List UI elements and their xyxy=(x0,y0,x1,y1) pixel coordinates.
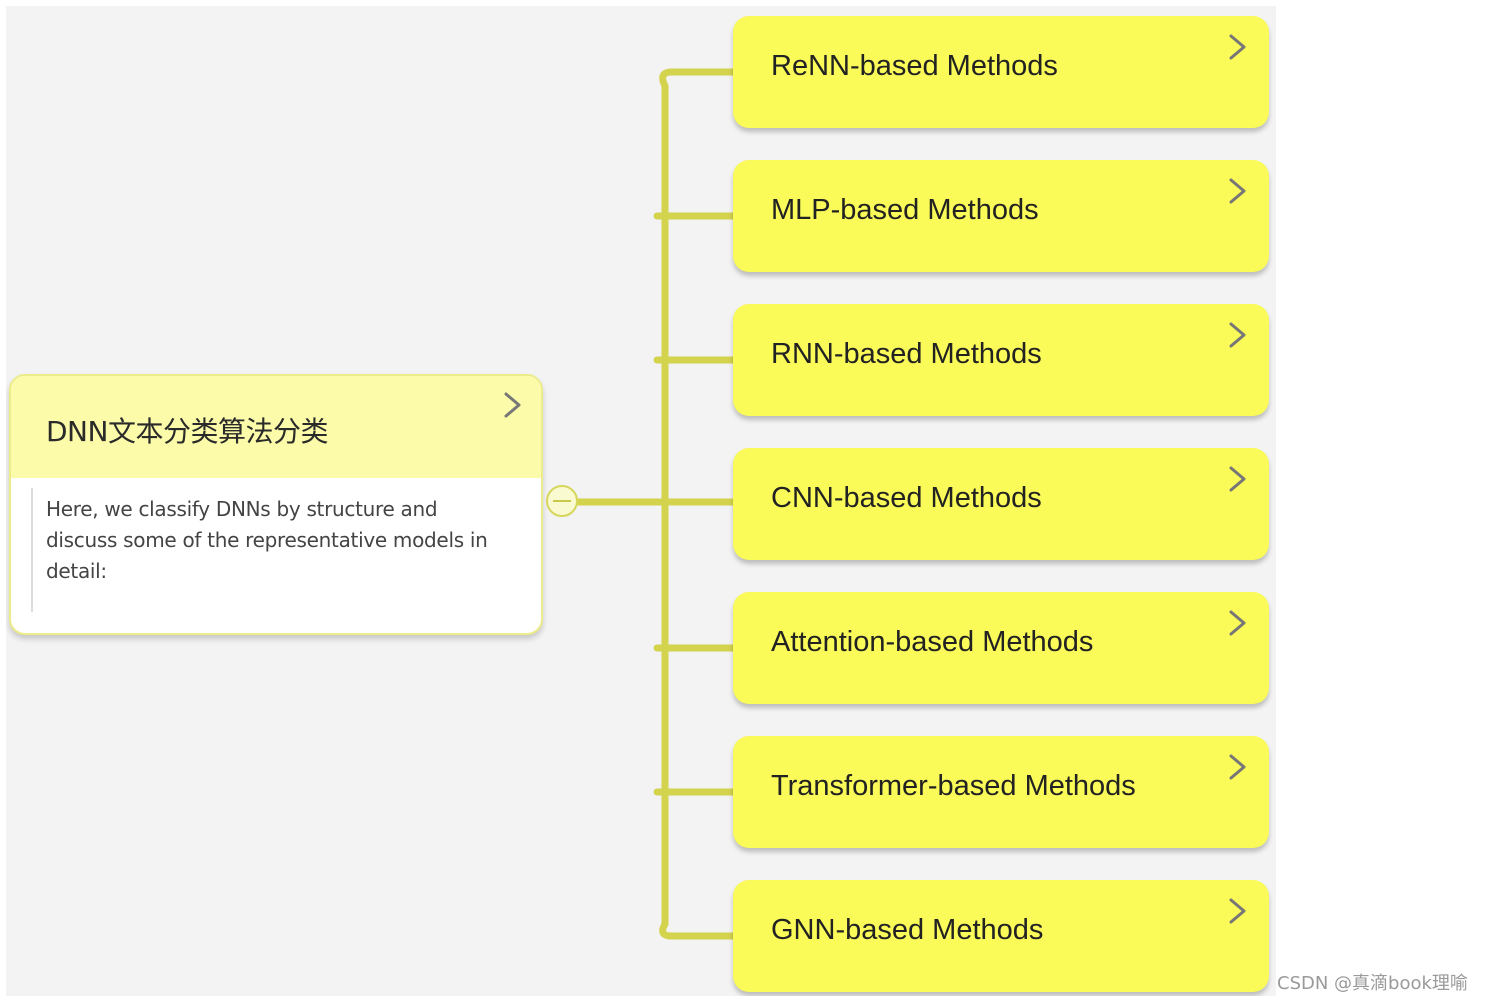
child-topic-mlp[interactable]: MLP-based Methods xyxy=(733,160,1269,272)
root-topic-node[interactable]: DNN文本分类算法分类 Here, we classify DNNs by st… xyxy=(9,374,543,635)
chevron-right-icon[interactable] xyxy=(1227,464,1249,494)
notes-divider xyxy=(31,488,33,612)
chevron-right-icon[interactable] xyxy=(502,390,524,420)
child-topic-gnn[interactable]: GNN-based Methods xyxy=(733,880,1269,992)
chevron-right-icon[interactable] xyxy=(1227,32,1249,62)
chevron-right-icon[interactable] xyxy=(1227,752,1249,782)
collapse-circle-icon[interactable] xyxy=(546,485,578,517)
child-topic-transformer[interactable]: Transformer-based Methods xyxy=(733,736,1269,848)
connector-lines xyxy=(574,68,737,940)
child-topic-label: Transformer-based Methods xyxy=(771,770,1136,802)
child-topic-label: Attention-based Methods xyxy=(771,626,1094,658)
child-topic-attention[interactable]: Attention-based Methods xyxy=(733,592,1269,704)
root-topic-notes: Here, we classify DNNs by structure and … xyxy=(11,478,541,633)
chevron-right-icon[interactable] xyxy=(1227,176,1249,206)
chevron-right-icon[interactable] xyxy=(1227,320,1249,350)
child-topic-label: RNN-based Methods xyxy=(771,338,1042,370)
root-topic-title: DNN文本分类算法分类 xyxy=(46,415,328,448)
child-topic-label: CNN-based Methods xyxy=(771,482,1042,514)
chevron-right-icon[interactable] xyxy=(1227,896,1249,926)
child-topic-cnn[interactable]: CNN-based Methods xyxy=(733,448,1269,560)
root-topic-header: DNN文本分类算法分类 xyxy=(11,376,541,478)
child-topic-label: MLP-based Methods xyxy=(771,194,1039,226)
root-topic-note-text: Here, we classify DNNs by structure and … xyxy=(46,497,488,583)
child-topic-rnn[interactable]: RNN-based Methods xyxy=(733,304,1269,416)
mind-map-canvas: DNN文本分类算法分类 Here, we classify DNNs by st… xyxy=(6,6,1276,996)
child-topic-label: ReNN-based Methods xyxy=(771,50,1058,82)
watermark-text: CSDN @真滴book理喻 xyxy=(1277,973,1468,994)
chevron-right-icon[interactable] xyxy=(1227,608,1249,638)
child-topic-renn[interactable]: ReNN-based Methods xyxy=(733,16,1269,128)
child-topic-label: GNN-based Methods xyxy=(771,914,1044,946)
